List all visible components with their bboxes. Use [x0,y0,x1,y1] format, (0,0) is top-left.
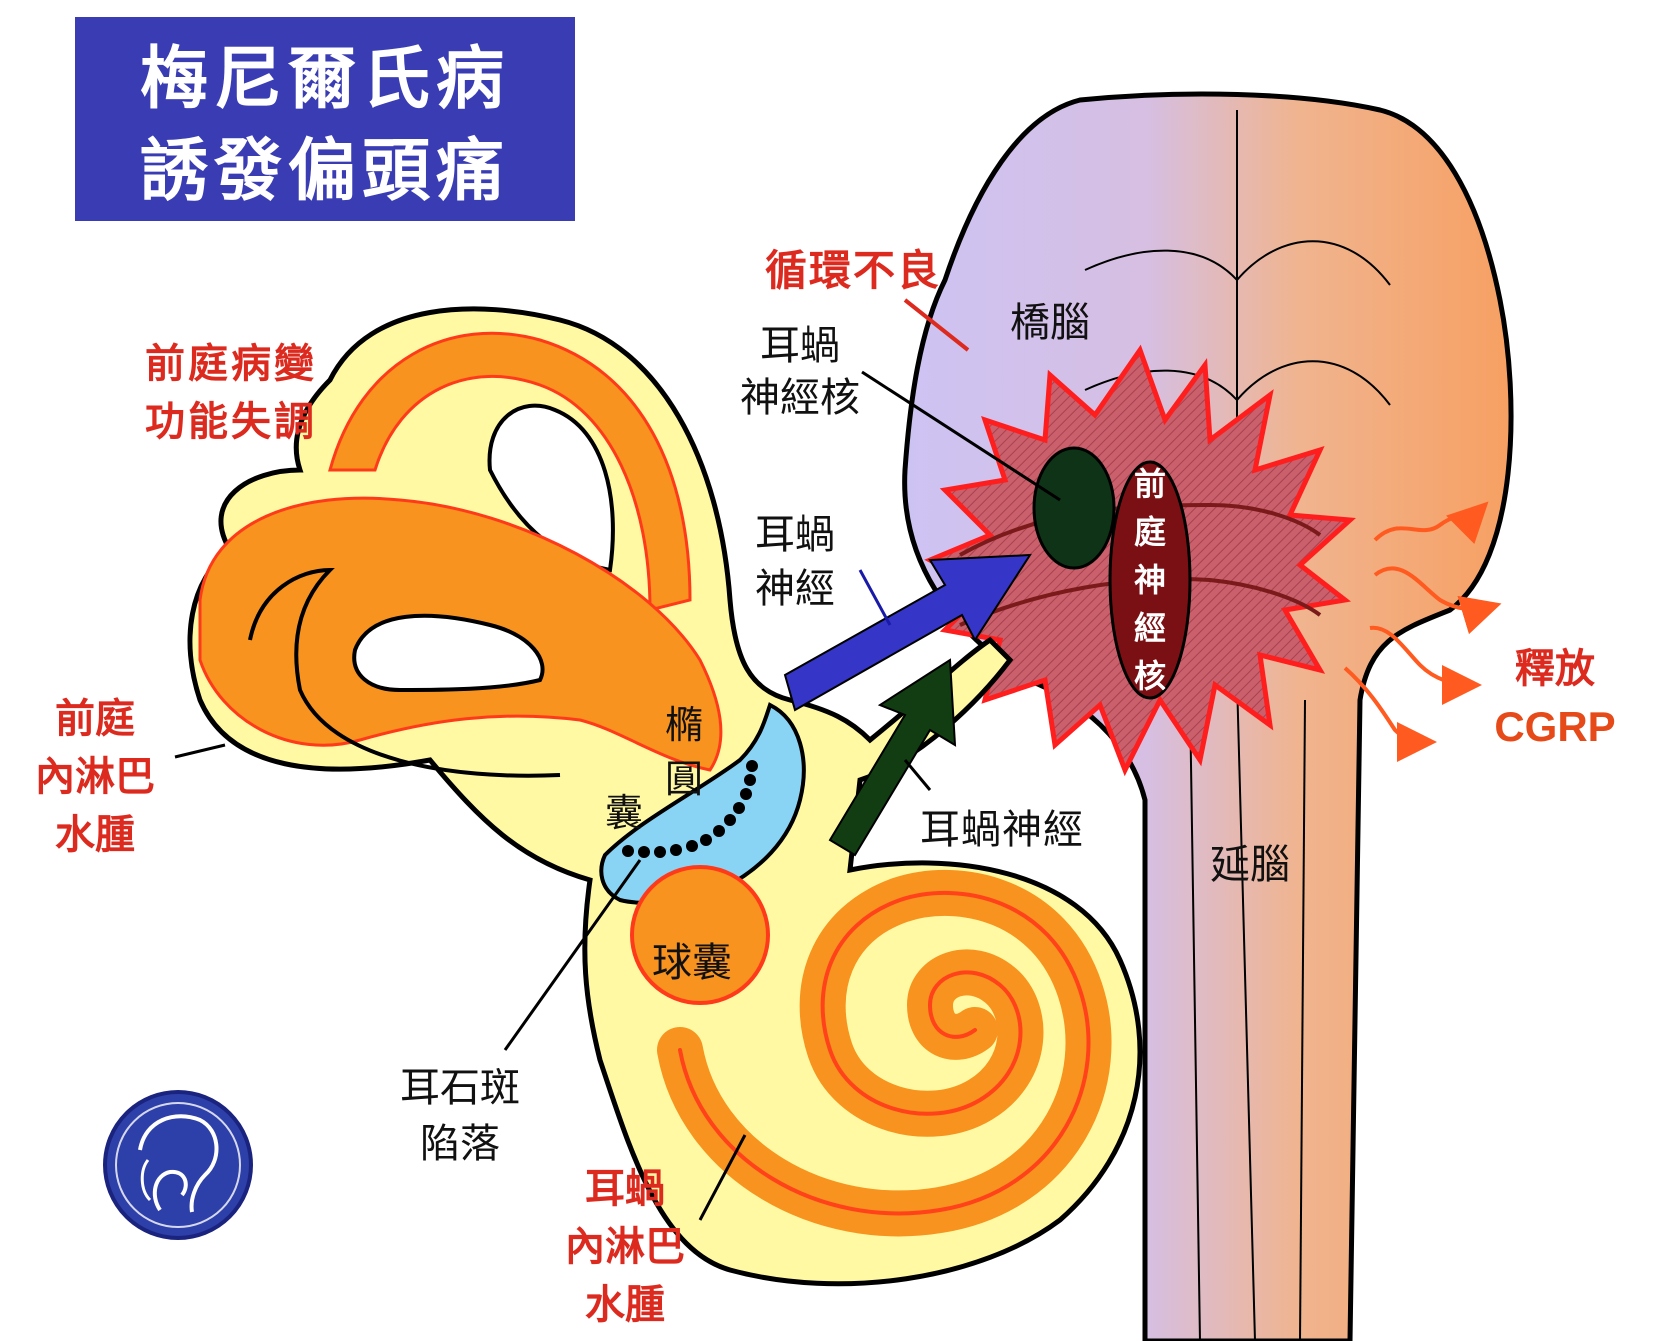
label-cochlear-nucleus-line1: 耳蝸 [760,323,840,369]
label-vestibular-nucleus-char-1: 前 [1133,465,1166,503]
cgrp-arrow-3 [1369,625,1482,705]
leader-cochlear-nerve-top [858,569,892,626]
label-vestibular-nucleus-char-2: 庭 [1133,513,1166,551]
label-release-line1: 釋放 [1515,645,1595,692]
saccule-body [630,865,770,1005]
leader-cochlear-nerve-bottom [903,759,932,791]
title-line-1: 梅尼爾氏病 [139,39,510,119]
canal-inner-arc [248,567,561,778]
leader-vestibular-hydrops [174,743,226,759]
label-vestibular-hydrops-line2: 內淋巴 [35,753,155,800]
label-utricle-col2-bottom: 圓 [665,757,704,801]
label-cochlear-nucleus: 耳蝸 神經核 [720,320,880,424]
cochlear-nerve-arrow-green [828,658,957,857]
utricle-body [599,702,806,905]
label-release-cgrp-text: CGRP [1494,703,1616,750]
medulla-tract-right [1299,699,1306,1341]
label-utricle-col2-top: 橢 [665,703,704,747]
label-cochlear-hydrops-line1: 耳蝸 [585,1165,665,1212]
label-cochlear-hydrops-line3: 水腫 [585,1281,665,1328]
label-vestibular-lesion: 前庭病變 功能失調 [145,335,317,451]
leader-otolith [503,859,642,1051]
label-vestibular-lesion-line2: 功能失調 [145,398,317,445]
label-cochlear-hydrops-line2: 內淋巴 [565,1223,685,1270]
label-otolith-line2: 陷落 [420,1121,500,1167]
brain-ear-logo [103,1090,253,1240]
label-vestibular-hydrops-line3: 水腫 [55,811,135,858]
label-release-cgrp: 釋放 CGRP [1470,640,1640,756]
label-cochlear-nucleus-line2: 神經核 [740,375,860,421]
cgrp-release-arrows [1343,501,1502,762]
label-cochlear-nerve-top-line1: 耳蝸 [755,512,835,558]
label-saccule: 球囊 [652,940,732,986]
title-line-2: 誘發偏頭痛 [139,131,510,211]
pons-contour-1 [1084,240,1391,286]
label-utricle-col2: 橢 圓 [665,698,703,806]
cgrp-arrow-2 [1373,566,1502,635]
label-vestibular-nucleus-char-5: 核 [1133,657,1166,695]
label-vestibular-nucleus-char-3: 神 [1133,561,1166,599]
label-medulla: 延腦 [1210,842,1290,888]
label-cochlear-hydrops: 耳蝸 內淋巴 水腫 [545,1160,705,1334]
cochlea-spiral-edge [678,890,1091,1216]
label-cochlear-nerve-top: 耳蝸 神經 [740,508,850,616]
leader-cochlear-nucleus [861,370,1061,502]
title-box: 梅尼爾氏病 誘發偏頭痛 [75,17,575,221]
label-cochlear-nerve-top-line2: 神經 [755,566,835,612]
vestibular-nucleus-body [1108,460,1192,700]
label-cochlear-nerve-bottom: 耳蝸神經 [920,807,1084,853]
semicircular-canal-superior [328,331,692,612]
label-utricle-col1: 囊 [605,791,644,835]
label-vestibular-hydrops-line1: 前庭 [55,695,135,742]
label-otolith-line1: 耳石斑 [400,1065,520,1111]
label-vestibular-nucleus-char-4: 經 [1133,609,1166,647]
canal-hole-lateral [352,613,545,693]
label-poor-circulation: 循環不良 [765,246,942,295]
medulla-tract-left [1189,699,1201,1341]
otolith-dots [622,760,758,858]
cochlear-nucleus-body [1032,446,1116,570]
label-vestibular-lesion-line1: 前庭病變 [145,340,317,387]
label-vestibular-nucleus: 前 庭 神 經 核 [1128,460,1172,700]
label-vestibular-hydrops: 前庭 內淋巴 水腫 [15,690,175,864]
cgrp-arrow-1 [1373,501,1489,544]
leader-poor-circulation [903,298,970,352]
cochlear-nerve-arrow-blue [783,553,1032,712]
leader-cochlear-hydrops [698,1134,747,1221]
label-pons: 橋腦 [1010,300,1090,346]
cgrp-arrow-4 [1343,666,1437,762]
label-otolith: 耳石斑 陷落 [375,1060,545,1172]
